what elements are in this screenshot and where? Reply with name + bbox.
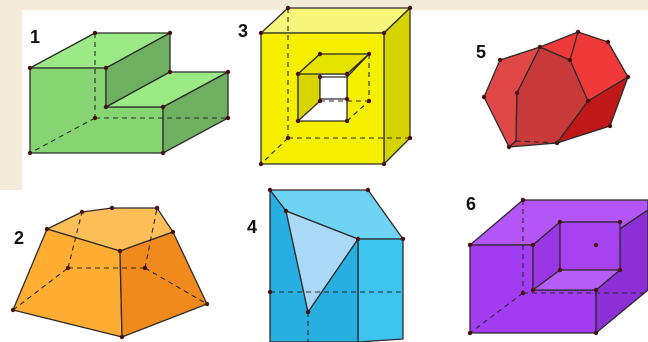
solid-5-hidden-edge [499,46,541,61]
solid-3-vertices [258,5,413,167]
solid-6-notch-back [559,221,621,271]
solid-6-hidden-edge [469,292,524,334]
solid-1-stepped-block [27,30,231,156]
solid-3-hidden-edge [260,137,289,165]
figure-label-1: 1 [30,27,40,47]
solid-4-cut-triangle [285,210,359,313]
solid-4-cut-cube [267,187,406,342]
solid-3-tunnel-edge [346,53,370,78]
solid-5-hidden-edge [515,140,558,144]
top-band [0,0,648,10]
solid-6-notched-block [467,197,648,336]
solid-1-hidden-edge [29,117,96,154]
solid-1-vertices [27,30,231,156]
solid-4-right-face [357,238,404,342]
left-band [0,0,22,190]
solid-2-hidden-edge [67,211,83,269]
figure-label-2: 2 [14,228,24,248]
solid-3-hollow-cube [258,5,413,167]
solid-4-vertices [267,187,406,315]
solid-2-hidden-edge [144,267,208,305]
figure-label-6: 6 [466,194,476,214]
solid-5-edge [569,31,579,61]
solid-2-front-right-face [119,231,208,338]
solid-2-hidden-edge [12,267,69,311]
figure-label-5: 5 [476,42,486,62]
figure-label-4: 4 [247,217,257,237]
solid-3-right-face [383,7,411,165]
solid-5-hexagonal-prism [481,29,631,150]
solid-3-hidden-edge [346,100,370,122]
solid-6-vertices [467,197,623,336]
solid-5-vertices [481,29,631,150]
solid-3-tunnel-opening [319,76,348,100]
solid-2-vertices [10,205,210,340]
solid-2-frustum [10,205,210,340]
solid-2-hidden-edge [144,207,158,269]
figure-label-3: 3 [238,21,248,41]
